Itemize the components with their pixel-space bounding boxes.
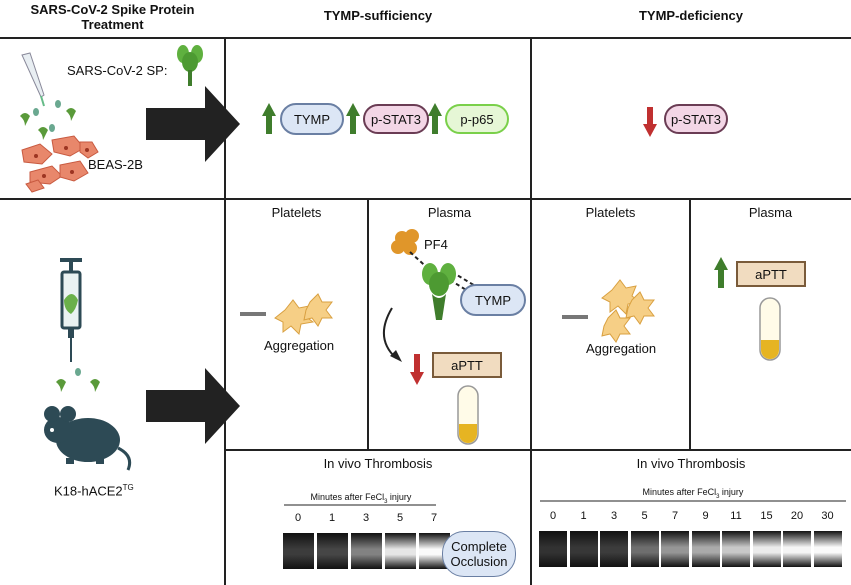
pf4-label: PF4: [424, 237, 448, 252]
beas2b-cells-icon: [21, 135, 99, 193]
up-arrow-icon: [262, 103, 442, 134]
minute-tick-left: 7: [430, 512, 438, 524]
thrombosis-frame-right: [783, 531, 811, 567]
complete-occlusion-badge: Complete Occlusion: [442, 531, 516, 577]
platelets-title-sufficiency: Platelets: [271, 205, 322, 220]
syringe-icon: [60, 258, 82, 362]
header-tymp-sufficiency: TYMP-sufficiency: [323, 8, 433, 23]
minute-tick-right: 7: [671, 510, 679, 522]
up-arrow-icon: [714, 257, 728, 288]
mouse-label: K18-hACE2TG: [54, 483, 134, 499]
thrombosis-frame-right: [569, 531, 598, 567]
platelet-cluster-icon: [274, 293, 333, 336]
aggregation-label-deficiency: Aggregation: [586, 341, 657, 356]
minute-tick-right: 5: [641, 510, 648, 522]
spike-protein-plasma-icon: [422, 263, 456, 320]
thrombosis-frame-left: [282, 533, 314, 569]
header-treatment: SARS-CoV-2 Spike Protein Treatment: [30, 2, 195, 32]
no-change-icon: [240, 312, 266, 316]
thrombosis-frame-right: [813, 531, 842, 567]
spike-protein-icon: [177, 45, 203, 86]
cell-line-label: BEAS-2B: [88, 157, 143, 172]
treatment-arrow-row2: [146, 368, 240, 444]
minute-tick-right: 1: [580, 510, 587, 522]
tymp-node: TYMP: [280, 103, 344, 135]
test-tube-icon: [457, 385, 479, 445]
pf4-icon: [391, 229, 419, 255]
minute-tick-right: 0: [549, 510, 557, 522]
p-stat3-node: p-STAT3: [363, 104, 429, 134]
down-arrow-icon: [643, 107, 657, 137]
plasma-title-deficiency: Plasma: [748, 205, 793, 220]
minute-tick-left: 3: [362, 512, 370, 524]
platelet-cluster-icon: [601, 279, 655, 343]
minute-tick-right: 15: [760, 510, 773, 522]
pipette-icon: [21, 52, 45, 107]
treatment-arrow-row1: [146, 86, 240, 162]
thrombosis-frame-left: [350, 533, 382, 569]
small-spike-icons: [20, 108, 76, 140]
thrombosis-title-left: In vivo Thrombosis: [323, 456, 433, 471]
aptt-box-deficiency: aPTT: [736, 261, 806, 287]
thrombosis-frame-right: [691, 531, 720, 567]
mouse-icon: [44, 406, 132, 471]
minute-tick-right: 30: [821, 510, 834, 522]
plasma-title-sufficiency: Plasma: [427, 205, 472, 220]
thrombosis-frame-right: [630, 531, 659, 567]
aggregation-label-sufficiency: Aggregation: [264, 338, 335, 353]
minute-tick-left: 0: [294, 512, 302, 524]
thrombosis-frame-right: [661, 531, 689, 567]
minute-tick-left: 5: [396, 512, 404, 524]
aptt-box-sufficiency: aPTT: [432, 352, 502, 378]
thrombosis-frame-right: [600, 531, 628, 567]
thrombosis-title-right: In vivo Thrombosis: [636, 456, 746, 471]
axis-label-right: Minutes after FeCl3 injury: [642, 487, 744, 500]
minute-tick-right: 11: [730, 510, 742, 522]
thrombosis-frame-right: [539, 531, 567, 567]
thrombosis-frame-right: [722, 531, 750, 567]
thrombosis-frame-right: [752, 531, 781, 567]
minute-tick-right: 9: [702, 510, 709, 522]
minute-tick-right: 20: [790, 510, 804, 522]
deficiency-p-stat3-node: p-STAT3: [664, 104, 728, 134]
thrombosis-frame-left: [316, 533, 348, 569]
spike-drop-icons: [56, 368, 100, 392]
down-arrow-icon: [410, 354, 424, 385]
platelets-title-deficiency: Platelets: [585, 205, 636, 220]
thrombosis-frame-left: [384, 533, 416, 569]
sp-label: SARS-CoV-2 SP:: [67, 63, 168, 78]
minute-tick-right: 3: [610, 510, 618, 522]
tymp-plasma-node: TYMP: [460, 284, 526, 316]
p-p65-node: p-p65: [445, 104, 509, 134]
axis-label-left: Minutes after FeCl3 injury: [310, 492, 412, 505]
header-tymp-deficiency: TYMP-deficiency: [638, 8, 744, 23]
test-tube-icon: [759, 297, 781, 361]
no-change-icon: [562, 315, 588, 319]
minute-tick-left: 1: [328, 512, 336, 524]
drops-icon: [33, 100, 61, 132]
